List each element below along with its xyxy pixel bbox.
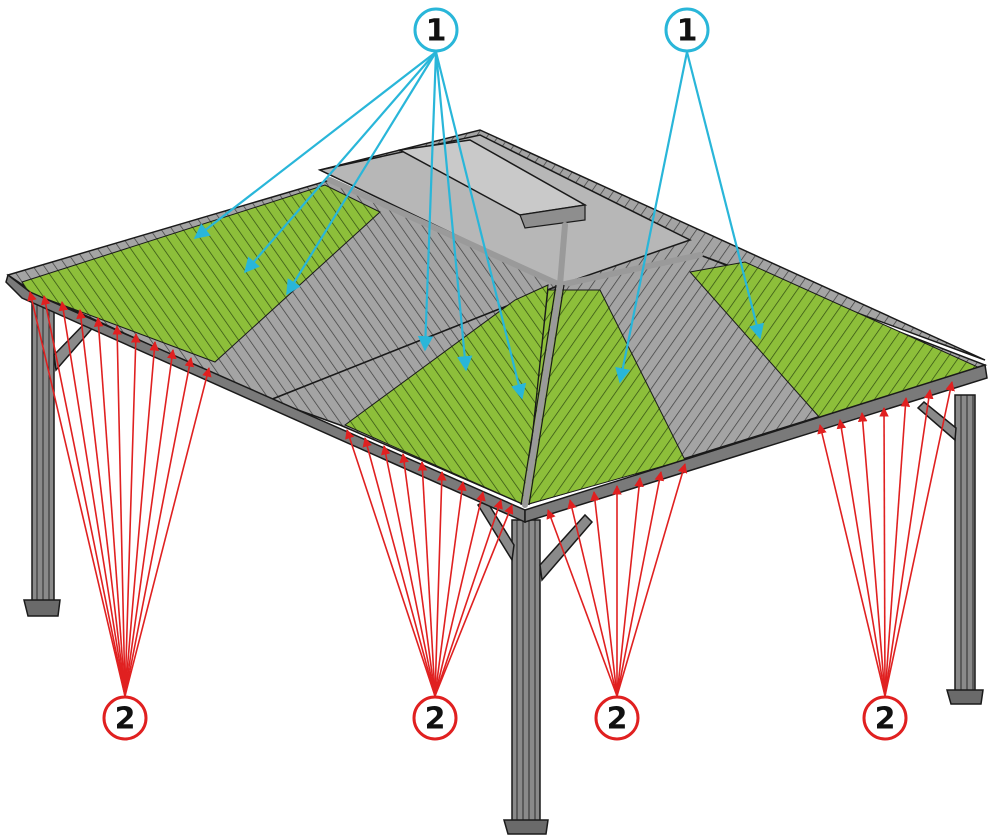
roof-fastener-arrows <box>193 51 765 400</box>
eave-arrow-c2b-9 <box>434 504 514 697</box>
post-right <box>946 394 984 705</box>
roof-arrow-c1b-0 <box>615 51 689 384</box>
eave-arrow-c2a-7 <box>124 341 160 697</box>
roof-arrow-c1a-2 <box>286 51 437 296</box>
callout-number: 2 <box>875 702 896 737</box>
callout-c2d: 2 <box>862 695 908 741</box>
callouts: 1 1 2 2 2 2 <box>102 7 908 741</box>
eave-arrow-c2a-9 <box>124 357 195 697</box>
eave-arrow-c2a-2 <box>58 301 126 697</box>
callout-number: 2 <box>115 702 136 737</box>
roof-arrow-c1a-5 <box>434 51 527 400</box>
eave-arrow-c2a-6 <box>124 333 141 697</box>
callout-c2a: 2 <box>102 695 148 741</box>
eave-fastener-arrows <box>27 291 955 697</box>
roof <box>5 129 988 524</box>
eave-arrow-c2b-3 <box>399 453 436 697</box>
eave-arrow-c2a-10 <box>124 367 212 697</box>
eave-arrow-c2a-0 <box>27 291 126 697</box>
roof-arrow-c1b-1 <box>685 51 765 340</box>
roof-arrow-c1a-1 <box>243 51 437 274</box>
callout-circle <box>102 695 148 741</box>
eave-arrow-c2c-6 <box>616 463 688 697</box>
callout-c2c: 2 <box>594 695 640 741</box>
eave-arrow-c2b-6 <box>434 481 467 697</box>
roof-arrow-c1a-4 <box>434 51 473 372</box>
post-front <box>503 519 549 835</box>
eave-arrow-c2a-5 <box>112 325 126 697</box>
eave-arrow-c2b-0 <box>345 429 436 697</box>
eave-arrow-c2c-1 <box>567 499 618 697</box>
callout-circle <box>594 695 640 741</box>
eave-arrow-c2b-7 <box>434 491 486 697</box>
callout-circle <box>412 695 458 741</box>
eave-arrow-c2c-5 <box>616 471 665 697</box>
eave-arrow-c2d-2 <box>857 412 886 697</box>
callout-number: 1 <box>677 14 698 49</box>
eave-arrow-c2d-1 <box>836 419 886 697</box>
eave-arrow-c2a-3 <box>76 309 126 697</box>
eave-arrow-c2a-8 <box>124 349 177 697</box>
callout-number: 1 <box>426 14 447 49</box>
roof-hips <box>327 177 703 508</box>
eave-arrow-c2a-1 <box>41 295 126 697</box>
callout-c1a: 1 <box>413 7 459 53</box>
eave-arrow-c2b-2 <box>381 445 436 697</box>
callout-c2b: 2 <box>412 695 458 741</box>
eave-arrow-c2d-5 <box>884 389 934 697</box>
roof-arrow-c1a-3 <box>417 51 438 352</box>
callout-circle <box>664 7 710 53</box>
eave-arrow-c2d-6 <box>884 381 955 697</box>
callout-number: 2 <box>425 702 446 737</box>
eave-arrow-c2b-1 <box>362 437 436 697</box>
eave-arrow-c2d-3 <box>879 407 889 697</box>
callout-number: 2 <box>607 702 628 737</box>
posts <box>23 299 984 835</box>
eave-arrow-c2c-0 <box>546 509 618 697</box>
eave-arrow-c2d-4 <box>884 397 911 697</box>
callout-c1b: 1 <box>664 7 710 53</box>
eave-arrow-c2a-4 <box>93 317 126 697</box>
eave-arrow-c2b-8 <box>434 499 503 697</box>
eave-arrow-c2b-5 <box>434 471 447 697</box>
eave-arrow-c2b-4 <box>417 461 436 697</box>
eave-arrow-c2c-2 <box>590 491 618 697</box>
callout-circle <box>862 695 908 741</box>
eave-arrow-c2c-4 <box>616 477 644 697</box>
roof-panel-front-green <box>344 284 549 506</box>
post-left <box>23 299 61 617</box>
eave-arrow-c2d-0 <box>817 424 886 697</box>
roof-arrow-c1a-0 <box>193 51 437 239</box>
callout-circle <box>413 7 459 53</box>
